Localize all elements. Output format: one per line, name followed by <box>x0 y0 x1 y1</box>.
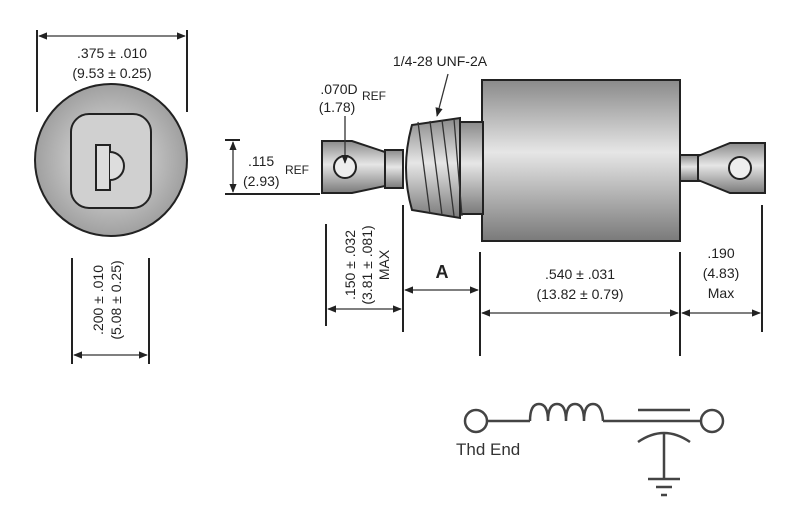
side-view: .070D (1.78) REF 1/4-28 UNF-2A .115 (2.9… <box>225 53 766 356</box>
schematic <box>463 402 725 497</box>
tab-height-label: .115 <box>248 153 274 169</box>
end-view: .375 ± .010 (9.53 ± 0.25) .200 ± .010 (5… <box>34 30 188 364</box>
outer-dia-mm-label: (9.53 ± 0.25) <box>72 65 151 81</box>
terminal-right-icon <box>699 408 725 434</box>
hole-dia-label: .070D <box>320 81 357 97</box>
thread <box>405 116 461 220</box>
outer-dia-label: .375 ± .010 <box>77 45 147 61</box>
body-length-label: .540 ± .031 <box>545 266 615 282</box>
thread-lines <box>417 118 463 217</box>
d-hole-icon <box>109 151 125 181</box>
leader-arrow <box>435 73 449 117</box>
inductor-icon <box>528 402 605 422</box>
tab-width-label: .200 ± .010 <box>90 265 106 335</box>
tab-width-mm-label: (5.08 ± 0.25) <box>108 260 124 339</box>
hole-ref-label: REF <box>362 89 386 103</box>
thread-length-label: A <box>436 262 449 282</box>
tab-slot <box>95 144 111 191</box>
filter-body <box>481 79 681 242</box>
tab-length-label: .150 ± .032 <box>342 230 358 300</box>
right-length-mm-label: (4.83) <box>703 265 740 281</box>
thread-label: 1/4-28 UNF-2A <box>393 53 488 69</box>
body-length-mm-label: (13.82 ± 0.79) <box>536 286 623 302</box>
hole-dia-mm-label: (1.78) <box>319 99 356 115</box>
tab-length-mm-label: (3.81 ± .081) <box>359 225 375 304</box>
tab-length-max-label: MAX <box>376 249 392 280</box>
thread-end-label: Thd End <box>456 440 520 459</box>
right-length-max-label: Max <box>708 285 734 301</box>
right-length-label: .190 <box>707 245 734 261</box>
tab-height-mm-label: (2.93) <box>243 173 280 189</box>
left-neck <box>384 149 404 189</box>
right-tab-hole <box>728 156 752 180</box>
terminal-left-icon <box>463 408 489 434</box>
tab-height-ref-label: REF <box>285 163 309 177</box>
